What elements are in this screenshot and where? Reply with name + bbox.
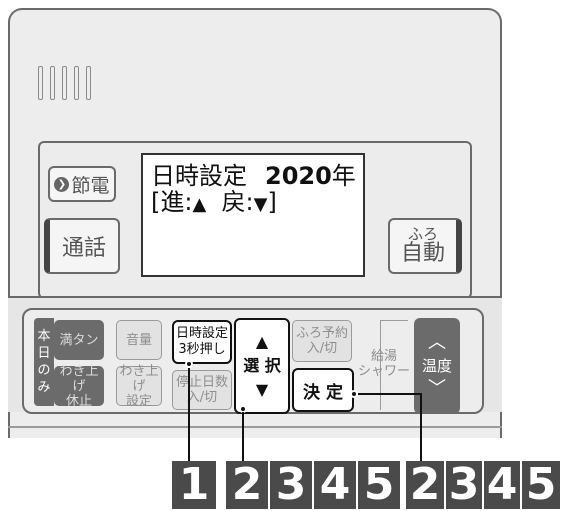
lcd-screen: 日時設定 2020年 [進:▲ 戻:▼] [141,153,365,277]
step-number: 5 [358,461,400,509]
talk-label: 通話 [61,236,106,261]
stop-days-button[interactable]: 停止日数 入/切 [172,370,232,410]
power-saving-button[interactable]: ❯ 節電 [48,166,116,202]
lcd-year-unit: 年 [331,162,356,190]
speaker-slot [38,66,43,100]
lcd-back-label: 戻: [206,188,254,216]
speaker-slot [62,66,67,100]
leader-dot [350,390,358,398]
stop-days-label-2: 入/切 [186,390,218,405]
strip-char: 本 [37,329,51,344]
decide-button[interactable]: 決 定 [292,368,354,412]
up-arrow-icon: ▲ [192,194,207,215]
decide-label: 決 定 [303,382,343,403]
remote-controller-base [8,412,502,438]
volume-label: 音量 [125,332,152,348]
lcd-line-1: 日時設定 2020年 [151,163,356,189]
up-triangle-icon[interactable]: ▲ [255,332,269,351]
reheat-setting-label-2: 設定 [125,393,152,409]
bath-reserve-label-2: 入/切 [306,341,338,356]
select-up-down-button[interactable]: ▲ 選 択 ▼ [234,318,290,414]
step-number: 4 [484,461,520,509]
strip-char: 日 [37,346,51,361]
datetime-setting-label: 日時設定 [175,326,228,341]
leader-line [420,393,422,461]
select-label: 選 択 [243,356,281,375]
talk-button[interactable]: 通話 [44,218,120,274]
volume-button[interactable]: 音量 [116,320,162,360]
lcd-datetime-label: 日時設定 [151,162,247,190]
shower-bracket [380,320,408,410]
lcd-forward-label: [進: [151,188,193,216]
leader-line [358,393,422,395]
chevron-down-icon[interactable]: ﹀ [428,378,446,399]
auto-bath-button[interactable]: ふろ 自動 [388,218,462,274]
power-saving-label: 節電 [71,174,110,197]
step-number: 1 [172,461,216,509]
temperature-label: 温度 [421,357,452,375]
step-number: 3 [446,461,482,509]
stop-days-label: 停止日数 [175,375,228,390]
full-tank-button[interactable]: 満タン [54,320,104,360]
lcd-bracket-close: ] [267,188,277,216]
datetime-setting-button[interactable]: 日時設定 3秒押し [172,320,232,364]
speaker-slot [50,66,55,100]
speaker-slot [86,66,91,100]
base-divider [8,426,502,428]
reheat-stop-label: わき上げ [59,363,99,394]
lcd-line-2: [進:▲ 戻:▼] [151,189,277,218]
reheat-setting-label: わき上げ [119,363,159,394]
shower-label: シャワー [357,364,410,379]
leader-line [242,412,244,461]
step-number: 2 [226,461,268,509]
down-triangle-icon[interactable]: ▼ [255,380,269,399]
reheat-stop-button[interactable]: わき上げ 休止 [54,363,104,409]
down-arrow-icon: ▼ [253,194,268,215]
full-tank-label: 満タン [59,332,99,348]
chevron-up-icon[interactable]: ︿ [428,332,446,353]
step-number: 3 [270,461,312,509]
power-saving-icon: ❯ [54,176,70,192]
step-number: 2 [406,461,444,509]
bath-reserve-button[interactable]: ふろ予約 入/切 [292,320,352,362]
auto-bath-label-top: ふろ [407,225,438,243]
lcd-year: 2020 [265,162,332,190]
leader-line [188,368,190,461]
strip-char: の [37,363,51,378]
auto-bath-label-bottom: 自動 [400,241,445,266]
strip-char: み [37,380,51,395]
speaker-slot [74,66,79,100]
reheat-setting-button[interactable]: わき上げ 設定 [116,363,162,409]
reheat-stop-label-2: 休止 [65,393,92,409]
step-number: 4 [314,461,356,509]
leader-dot [185,360,193,368]
bath-reserve-label: ふろ予約 [295,326,348,341]
hot-water-shower-label: 給湯 シャワー [352,344,416,384]
today-only-strip: 本 日 の み [34,318,54,406]
datetime-hold-label: 3秒押し [178,342,226,357]
hot-water-label: 給湯 [370,349,397,364]
step-number: 5 [522,461,560,509]
